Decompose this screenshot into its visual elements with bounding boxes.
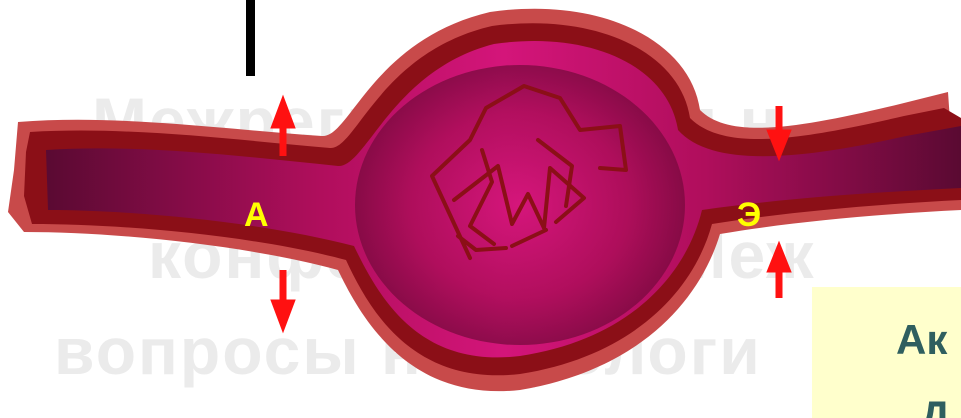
afferent-arteriole-label: А xyxy=(244,198,269,232)
arrow-efferent-up xyxy=(767,242,791,298)
marker-bar xyxy=(246,0,255,76)
efferent-arteriole-label: Э xyxy=(737,198,761,232)
title-box: Ак Д xyxy=(812,287,961,418)
title-text-line-2: Д xyxy=(920,395,950,418)
title-text-line-1: Ак xyxy=(896,319,947,361)
arrow-afferent-down xyxy=(271,270,295,332)
